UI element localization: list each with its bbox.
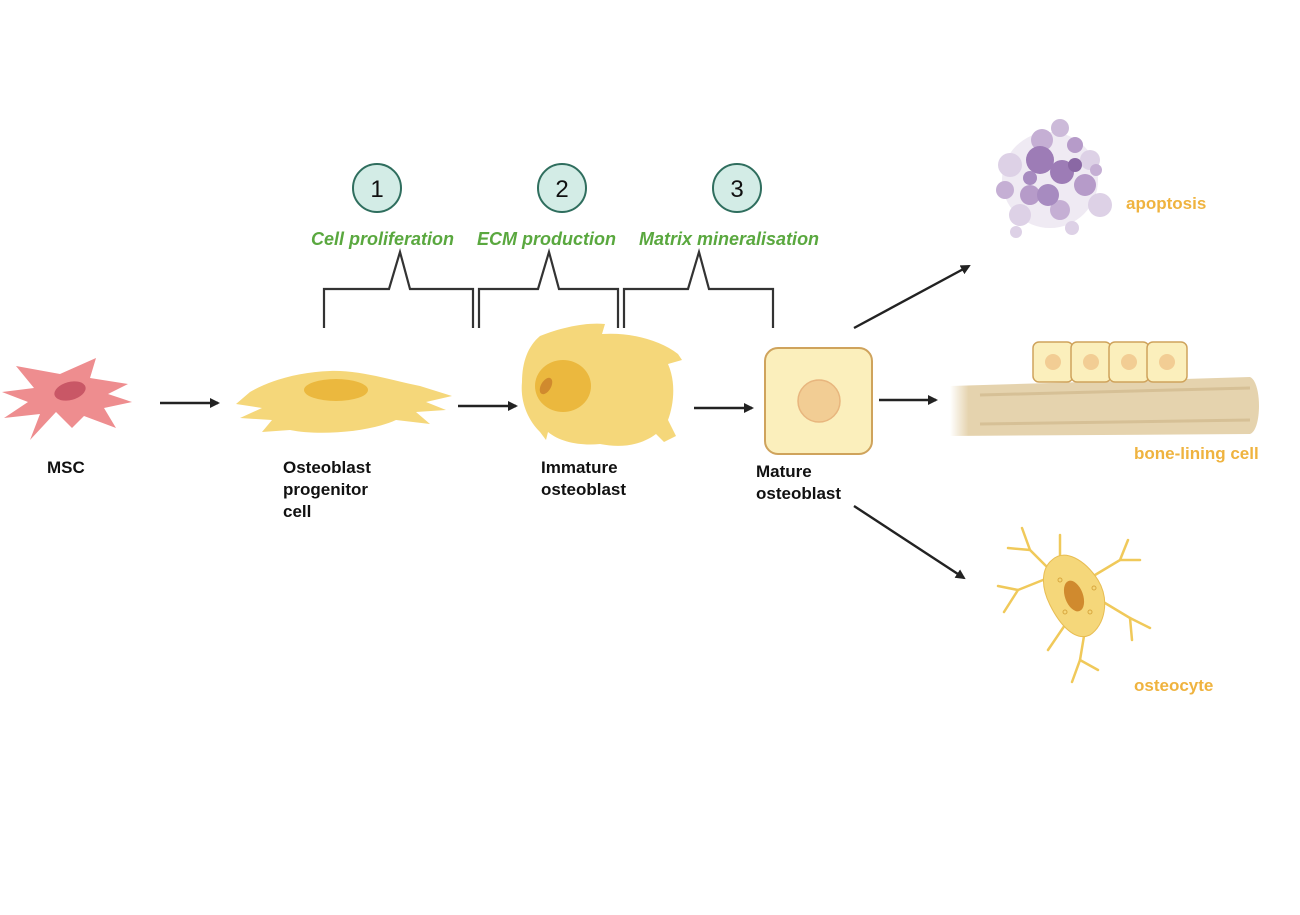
stage-label-matrix-mineralisation: Matrix mineralisation [639, 229, 820, 249]
label-progenitor-line-2: progenitor [283, 480, 368, 499]
label-immature-line-2: osteoblast [541, 480, 627, 499]
step-number-3: 3 [730, 176, 743, 203]
bone-lining-icon [950, 341, 1259, 436]
step-circle-3: 3 [712, 163, 762, 213]
immature-osteoblast-icon [521, 323, 682, 446]
label-mature-line-2: osteoblast [756, 484, 842, 503]
label-progenitor-line-3: cell [283, 502, 312, 521]
label-progenitor: Osteoblast progenitor cell [283, 457, 371, 523]
label-immature-line-1: Immature [541, 458, 618, 477]
label-progenitor-line-1: Osteoblast [283, 458, 371, 477]
label-mature-line-1: Mature [756, 462, 812, 481]
label-msc: MSC [47, 458, 85, 477]
apoptosis-icon [996, 119, 1112, 238]
msc-cell-icon [2, 358, 132, 440]
fate-label-apoptosis: apoptosis [1126, 194, 1207, 213]
step-circle-2: 2 [537, 163, 587, 213]
step-number-1: 1 [370, 176, 383, 203]
label-immature-osteoblast: Immature osteoblast [541, 457, 626, 501]
fate-label-bone-lining: bone-lining cell [1134, 444, 1259, 463]
osteocyte-icon [996, 526, 1152, 684]
arrow-to-apoptosis [853, 264, 971, 330]
label-mature-osteoblast: Mature osteoblast [756, 461, 841, 505]
step-number-2: 2 [555, 176, 568, 203]
progenitor-cell-icon [236, 370, 452, 433]
stage-label-cell-proliferation: Cell proliferation [311, 229, 455, 249]
fate-label-osteocyte: osteocyte [1134, 676, 1214, 695]
bracket-1 [322, 247, 475, 328]
stage-label-ecm-production: ECM production [477, 229, 616, 249]
arrow-to-osteocyte [853, 504, 966, 580]
bracket-2 [477, 247, 620, 328]
step-circle-1: 1 [352, 163, 402, 213]
bracket-3 [622, 247, 775, 328]
mature-osteoblast-icon [764, 347, 873, 455]
